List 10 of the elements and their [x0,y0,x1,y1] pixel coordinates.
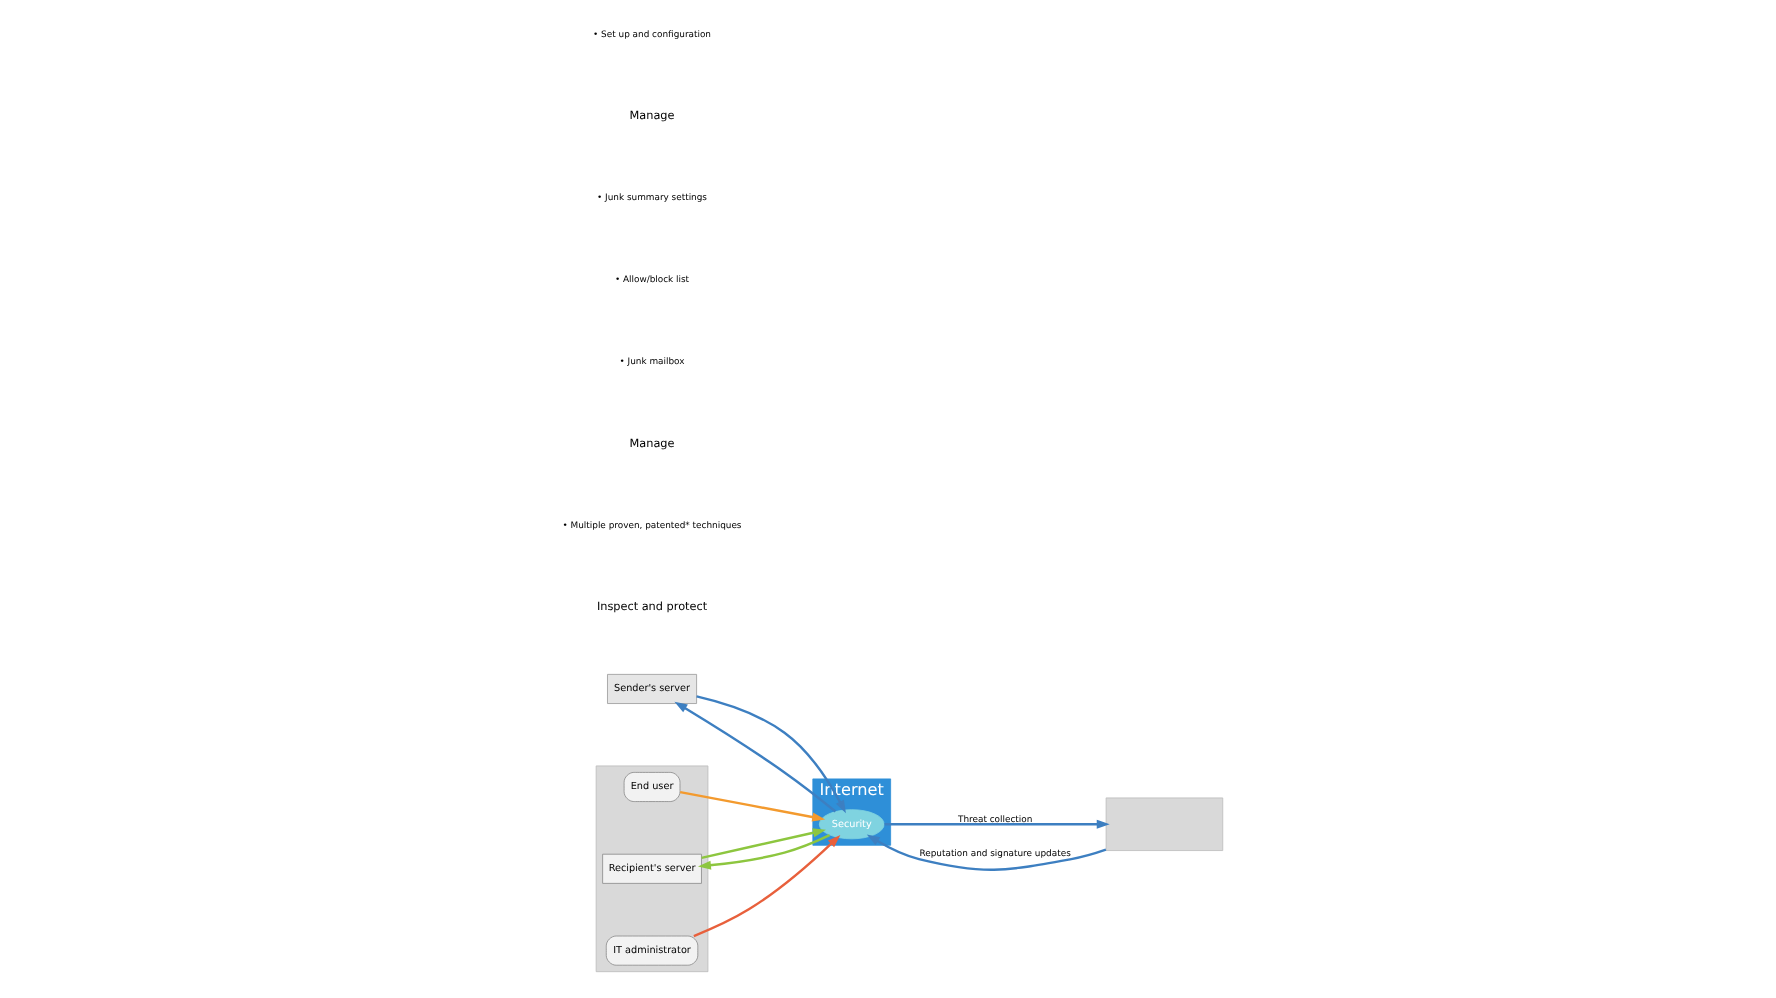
arrow [883,819,1109,829]
arrow [673,701,836,813]
arrow [865,834,1106,871]
arrow [696,834,830,870]
arrow [700,828,825,860]
node-box [1104,797,1223,851]
arrow [678,790,825,822]
arrow [692,834,840,938]
arrow [695,695,845,814]
cluster [594,765,708,973]
